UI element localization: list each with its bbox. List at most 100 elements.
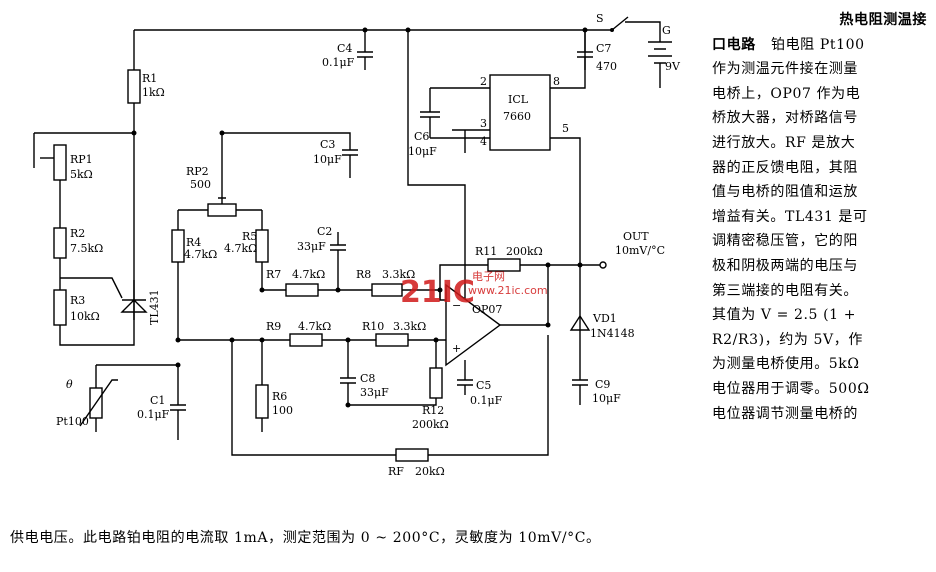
label-c1-value: 0.1μF (137, 408, 170, 421)
label-vd1-value: 1N4148 (590, 327, 635, 340)
label-r9: R9 (266, 320, 281, 333)
label-r10-value: 3.3kΩ (393, 320, 426, 333)
circuit-schematic: S G 9V C7 470 C4 0.1μF R1 1kΩ RP1 5kΩ R2… (33, 12, 681, 478)
label-c8: C8 (360, 372, 375, 385)
label-tl431: TL431 (148, 289, 161, 325)
label-r3-value: 10kΩ (70, 310, 100, 323)
label-c5: C5 (476, 379, 491, 392)
resistor-r10 (375, 333, 409, 347)
label-r8-value: 3.3kΩ (382, 268, 415, 281)
label-r4: R4 (186, 236, 201, 249)
label-out: OUT (623, 230, 649, 243)
label-r11-value: 200kΩ (506, 245, 543, 258)
label-c9-value: 10μF (592, 392, 621, 405)
icl7660-chip (489, 74, 551, 151)
label-r9-value: 4.7kΩ (298, 320, 331, 333)
label-c2: C2 (317, 225, 332, 238)
resistor-r2 (53, 227, 67, 259)
label-s: S (596, 12, 604, 25)
description-line: 其值为 V = 2.5 (1 + (712, 307, 857, 324)
label-r6: R6 (272, 390, 287, 403)
label-pin8: 8 (553, 75, 560, 88)
label-rf: RF (388, 465, 404, 478)
description-title-line2: 口电路 铂电阻 Pt100 (712, 36, 865, 53)
description-line: 调精密稳压管，它的阳 (712, 233, 858, 250)
label-g-value: 9V (665, 60, 681, 73)
label-rf-value: 20kΩ (415, 465, 445, 478)
resistor-r9 (289, 333, 323, 347)
label-c6-value: 10μF (408, 145, 437, 158)
label-r12: R12 (422, 404, 444, 417)
label-opamp-minus: − (452, 299, 461, 312)
label-theta: θ (66, 378, 73, 391)
resistor-r12 (429, 367, 443, 399)
description-line: 增益有关。TL431 是可 (712, 208, 868, 225)
watermark-site-url: www.21ic.com (468, 284, 548, 297)
label-icl: ICL (508, 93, 529, 106)
potentiometer-rp2 (207, 203, 237, 217)
resistor-r11 (487, 258, 521, 272)
label-icl-value: 7660 (503, 110, 531, 123)
label-c2-value: 33μF (297, 240, 326, 253)
label-r3: R3 (70, 294, 85, 307)
components (53, 69, 607, 462)
switch-s (610, 16, 629, 32)
description-line: 桥放大器，对桥路信号 (712, 110, 858, 127)
label-rp1: RP1 (70, 153, 93, 166)
label-c5-value: 0.1μF (470, 394, 503, 407)
description-intro: 铂电阻 Pt100 (770, 36, 865, 53)
junctions (131, 27, 588, 408)
label-c4: C4 (337, 42, 352, 55)
label-r7-value: 4.7kΩ (292, 268, 325, 281)
label-pin5: 5 (562, 122, 569, 135)
description-line: 极和阴极两端的电压与 (712, 257, 858, 274)
label-out-value: 10mV/°C (615, 244, 665, 257)
label-r1-value: 1kΩ (142, 86, 165, 99)
resistor-r4 (171, 229, 185, 263)
label-opamp-plus: + (452, 342, 461, 355)
label-r2-value: 7.5kΩ (70, 242, 103, 255)
label-r5-value: 4.7kΩ (224, 242, 257, 255)
label-r7: R7 (266, 268, 281, 281)
description-line: 值与电桥的阻值和运放 (712, 184, 858, 201)
label-c1: C1 (150, 394, 165, 407)
op07-opamp (445, 283, 502, 367)
label-r11: R11 (475, 245, 497, 258)
label-r6-value: 100 (272, 404, 293, 417)
resistor-r3 (53, 289, 67, 326)
component-labels: S G 9V C7 470 C4 0.1μF R1 1kΩ RP1 5kΩ R2… (56, 12, 681, 478)
label-c7-value: 470 (596, 60, 617, 73)
description-line: 作为测温元件接在测量 (712, 61, 858, 78)
label-op07: OP07 (472, 303, 502, 316)
label-c6: C6 (414, 130, 429, 143)
resistor-r6 (255, 384, 269, 419)
label-r4-value: 4.7kΩ (184, 248, 217, 261)
description-line: 器的正反馈电阻，其阻 (712, 159, 858, 176)
description-panel: 热电阻测温接 口电路 铂电阻 Pt100 作为测温元件接在测量 电桥上，OP07… (712, 8, 927, 426)
label-rp2: RP2 (186, 165, 209, 178)
description-line: R2/R3)，约为 5V，作 (712, 331, 863, 348)
resistor-rf (395, 448, 429, 462)
label-c7: C7 (596, 42, 611, 55)
watermark-site-cn: 电子网 (472, 270, 505, 283)
label-c3-value: 10μF (313, 153, 342, 166)
label-r10: R10 (362, 320, 384, 333)
watermark: 21IC 电子网 www.21ic.com (400, 270, 548, 310)
description-line: 进行放大。RF 是放大 (712, 134, 856, 151)
label-r12-value: 200kΩ (412, 418, 449, 431)
description-line: 电桥上，OP07 作为电 (712, 85, 861, 102)
label-c4-value: 0.1μF (322, 56, 355, 69)
description-line: 为测量电桥使用。5kΩ (712, 356, 860, 373)
label-r2: R2 (70, 227, 85, 240)
label-pin3: 3 (480, 117, 487, 130)
description-line: 电位器用于调零。500Ω (712, 380, 870, 397)
resistor-r1 (127, 69, 141, 104)
label-r1: R1 (142, 72, 157, 85)
description-line: 电位器调节测量电桥的 (712, 405, 858, 422)
resistor-r7 (285, 283, 319, 297)
resistor-r5 (255, 229, 269, 263)
potentiometer-rp1 (53, 144, 67, 181)
label-vd1: VD1 (592, 312, 617, 325)
label-c8-value: 33μF (360, 386, 389, 399)
description-title-line1: 热电阻测温接 (839, 12, 927, 28)
